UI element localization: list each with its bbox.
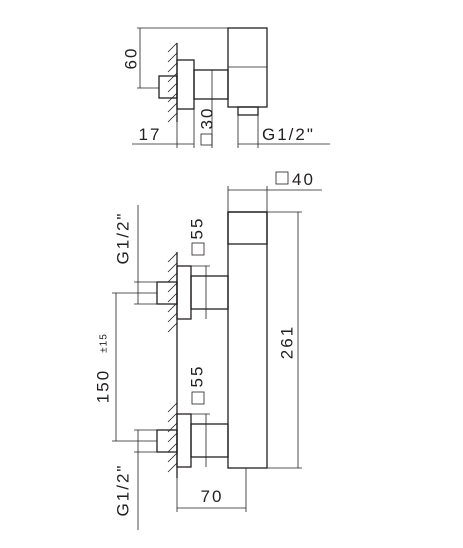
mixer-top-cap: [227, 211, 268, 245]
thread-lower-label: G1/2": [113, 464, 132, 517]
dim-261-label: 261: [277, 325, 296, 359]
dim-60-label: 60: [121, 47, 140, 70]
lower-wall-flange: [176, 413, 192, 468]
front-view: 40 261 55 55 150 ±15 G1/2" G1/2": [93, 170, 322, 530]
upper-wall-flange: [176, 265, 192, 320]
lower-connector: [190, 423, 229, 458]
wall-hatching-front: [167, 252, 178, 473]
dim-40-label: 40: [292, 170, 315, 189]
connector-body: [193, 69, 229, 100]
outlet-stub: [237, 106, 259, 116]
dim-150-tolerance: ±15: [99, 333, 110, 353]
wall-hatching: [167, 42, 178, 123]
mixer-body-front: [227, 211, 268, 469]
inlet-nut: [158, 75, 178, 99]
dim-55-upper-label: 55: [187, 217, 206, 240]
dim-150-label: 150: [93, 369, 112, 403]
dim-30-label: 30: [197, 107, 216, 130]
mixer-body-top: [227, 27, 268, 108]
square-symbol-55-lower: [191, 391, 205, 405]
thread-upper-label: G1/2": [113, 212, 132, 265]
top-view: 60 17 30 G1/2": [121, 27, 330, 148]
dim-55-lower-label: 55: [187, 365, 206, 388]
square-symbol-30: [200, 133, 213, 146]
thread-label-top: G1/2": [262, 125, 315, 144]
lower-inlet-nut: [156, 429, 178, 453]
square-symbol-40: [275, 171, 289, 185]
upper-inlet-nut: [156, 281, 178, 305]
dim-70-label: 70: [201, 487, 224, 506]
dim-17-label: 17: [139, 125, 162, 144]
upper-connector: [190, 275, 229, 310]
square-symbol-55-upper: [191, 242, 205, 256]
wall-flange: [176, 59, 195, 110]
